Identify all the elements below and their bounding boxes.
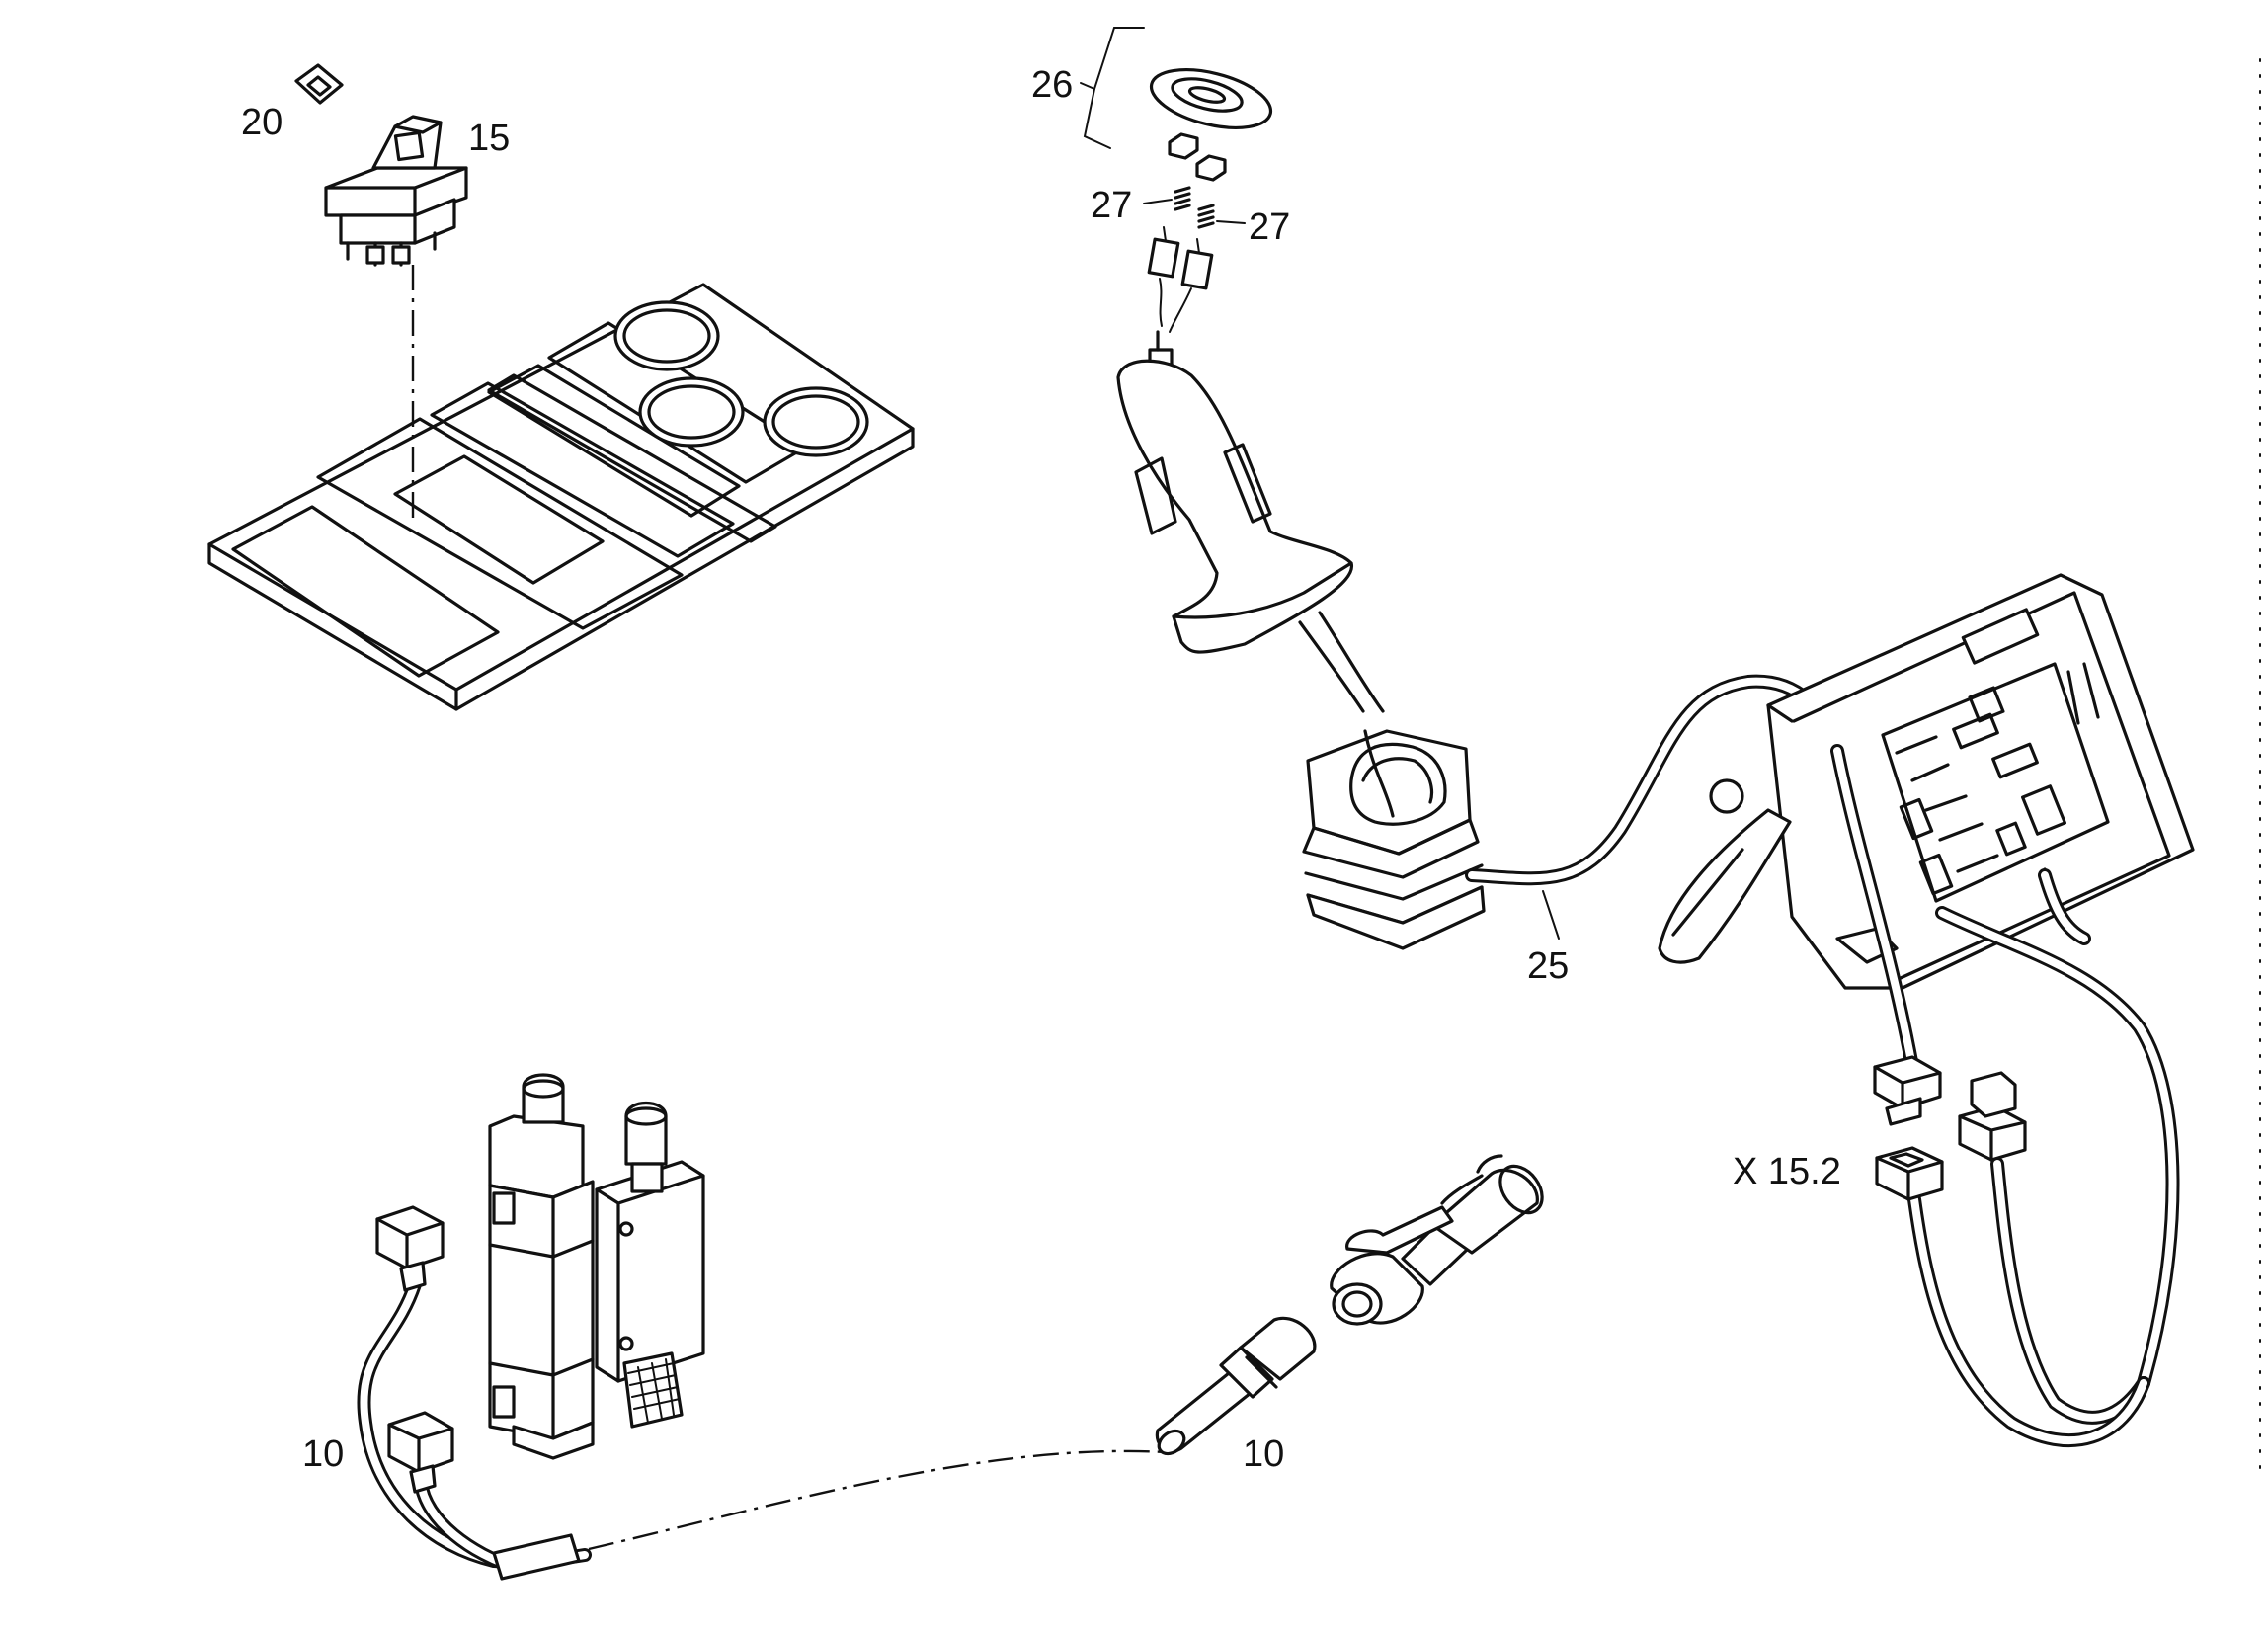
part-labels: 20 15 26 27 27 25 X 15.2 10 10 bbox=[241, 64, 1841, 1475]
label-part-15: 15 bbox=[468, 118, 510, 159]
control-box bbox=[1658, 573, 2195, 990]
label-part-26: 26 bbox=[1031, 64, 1073, 106]
connector-x15-2 bbox=[1875, 1146, 1944, 1201]
label-part-27-left: 27 bbox=[1091, 185, 1132, 226]
bellows-boot bbox=[1302, 729, 1486, 950]
joystick-handle bbox=[1116, 330, 1385, 713]
label-connector-x15-2: X 15.2 bbox=[1733, 1151, 1841, 1192]
boot-cover bbox=[1080, 27, 1273, 182]
harness-routing-line bbox=[588, 1449, 1167, 1551]
spring-left bbox=[1143, 186, 1191, 211]
rocker-switch bbox=[324, 115, 468, 267]
label-part-10-left: 10 bbox=[302, 1433, 344, 1475]
valve-assembly bbox=[488, 1073, 705, 1460]
dashboard-panel bbox=[207, 283, 915, 711]
switch-cap-part bbox=[294, 63, 344, 105]
label-part-20: 20 bbox=[241, 102, 283, 143]
micro-switches bbox=[1147, 226, 1214, 333]
connector-right bbox=[1958, 1071, 2027, 1162]
left-harness bbox=[357, 1205, 592, 1581]
connector-upper bbox=[1873, 1055, 1942, 1126]
socket-connector bbox=[1330, 1154, 1544, 1326]
label-part-25: 25 bbox=[1527, 945, 1569, 987]
spring-right bbox=[1197, 204, 1246, 229]
control-box-cables bbox=[1830, 744, 2180, 1448]
label-part-27-right: 27 bbox=[1249, 206, 1290, 248]
label-part-10-right: 10 bbox=[1243, 1433, 1284, 1475]
plug-connector bbox=[1155, 1316, 1317, 1456]
